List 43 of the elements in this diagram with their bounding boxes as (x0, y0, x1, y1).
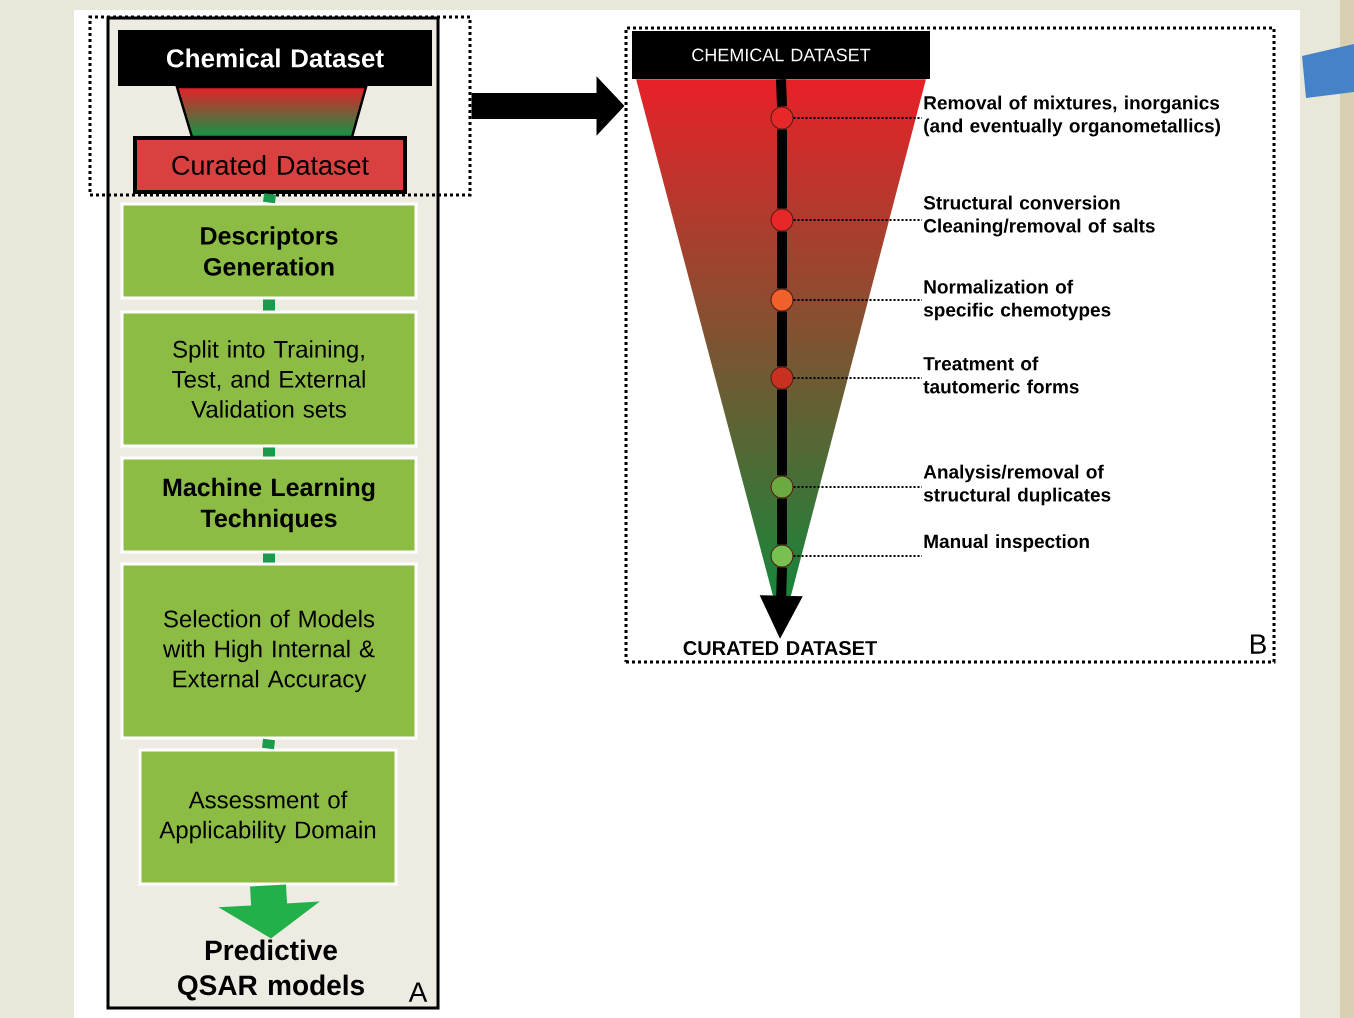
flow-line (777, 389, 787, 476)
leader-line (792, 486, 923, 488)
connector-bar (263, 553, 275, 563)
step-dot (770, 208, 794, 232)
process-box: Curated Dataset (133, 136, 407, 194)
step-dot (770, 288, 794, 312)
step-text: Treatment of tautomeric forms (923, 356, 1079, 394)
leader-line (792, 219, 923, 221)
flow-line (777, 498, 787, 545)
connector-bar (263, 299, 275, 311)
node-label: CHEMICAL DATASET (692, 48, 871, 62)
step-text: Manual inspection (924, 534, 1089, 552)
flow-line (777, 311, 787, 367)
step-dot (770, 106, 794, 130)
step-dot (770, 475, 794, 499)
flow-line (776, 79, 787, 107)
step-text: Structural conversion Cleaning/removal of salts (923, 195, 1155, 237)
dotted-frame (624, 26, 1276, 664)
panel-label: B (1250, 634, 1266, 654)
process-box: Selection of Models with High Internal & External Accuracy (120, 562, 418, 740)
step-text: Normalization of specific chemotypes (923, 279, 1111, 321)
process-box: Split into Training, Test, and External Validation sets (120, 310, 418, 448)
title-box: Chemical Dataset (118, 30, 432, 86)
leader-line (792, 555, 923, 557)
connector-bar (263, 193, 276, 204)
leader-line (792, 377, 923, 379)
process-box: Descriptors Generation (120, 202, 418, 300)
process-box: Machine Learning Techniques (120, 456, 418, 554)
flow-line (777, 231, 787, 289)
process-box: Assessment of Applicability Domain (138, 748, 398, 886)
result-text: Predictive QSAR models (178, 939, 364, 1001)
step-dot (770, 544, 794, 568)
result-text: CURATED DATASET (683, 640, 877, 656)
title-box: CHEMICAL DATASET (632, 31, 930, 79)
leader-line (792, 299, 923, 301)
connector-bar (262, 738, 275, 750)
step-text: Analysis/removal of structural duplicates (923, 464, 1111, 506)
step-text: Removal of mixtures, inorganics (and eventually organometallics) (924, 95, 1220, 137)
dotted-frame (88, 15, 472, 197)
flow-line (777, 129, 787, 209)
step-dot (770, 366, 794, 390)
panel-label: A (408, 982, 428, 1002)
connector-bar (263, 447, 275, 457)
